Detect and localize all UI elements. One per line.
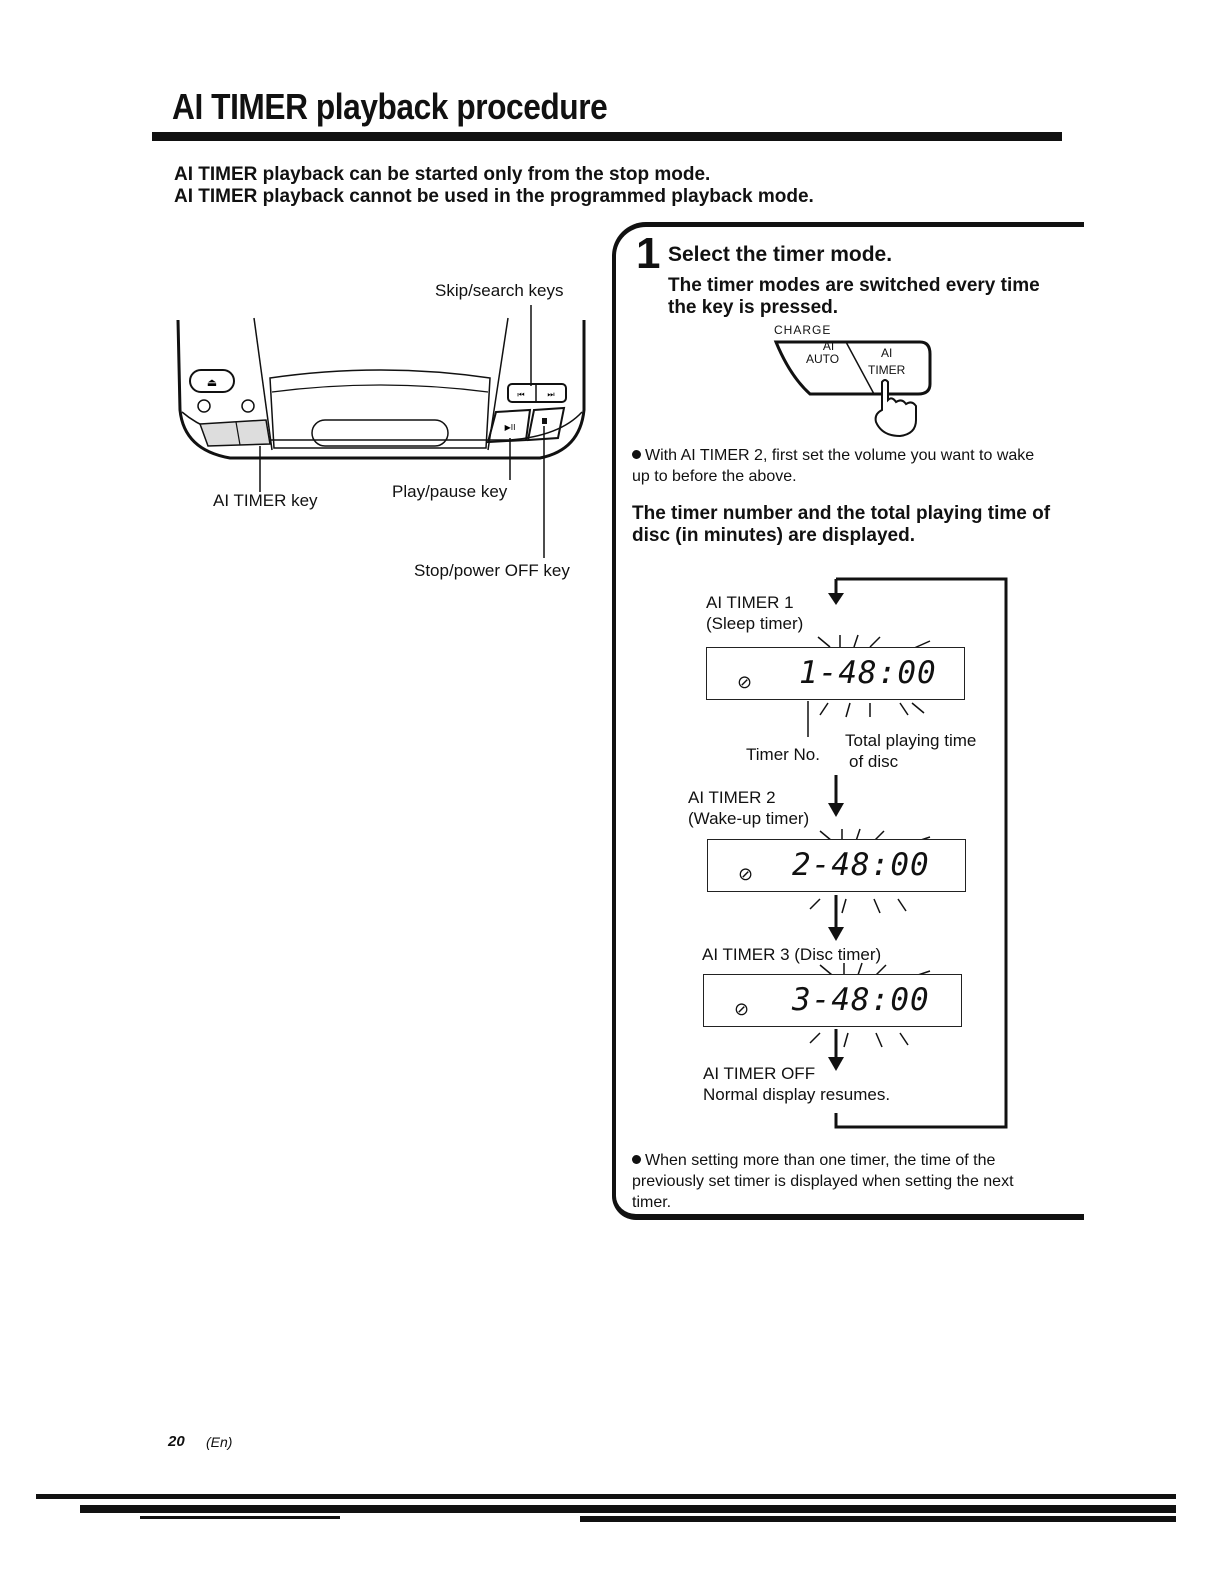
timer1-lcd: ⊘ 1-48:00 [706, 647, 965, 700]
step-panel [612, 222, 1084, 1220]
switch-left-line1: AI [822, 339, 835, 353]
page-language: (En) [206, 1434, 233, 1450]
timer1-display: 1-48:00 [799, 655, 937, 691]
bullet-icon [632, 450, 641, 459]
timer1-label: AI TIMER 1 (Sleep timer) [706, 592, 803, 634]
step-title: Select the timer mode. [668, 243, 893, 266]
clock-icon: ⊘ [737, 672, 753, 692]
timer2-desc: (Wake-up timer) [688, 809, 810, 828]
switch-charge-label: CHARGE [774, 323, 832, 337]
timer2-label: AI TIMER 2 (Wake-up timer) [688, 787, 809, 829]
timer2-name: AI TIMER 2 [688, 788, 776, 807]
total-time-line2: of disc [849, 752, 899, 771]
title-rule [152, 132, 1062, 141]
total-playing-time-label: Total playing time of disc [845, 730, 976, 772]
skip-search-keys-label: Skip/search keys [435, 281, 564, 300]
switch-left-line2: AUTO [806, 352, 840, 366]
bullet-icon [632, 1155, 641, 1164]
intro-line-2: AI TIMER playback cannot be used in the … [174, 186, 814, 207]
note-wake-volume: With AI TIMER 2, first set the volume yo… [632, 445, 1052, 487]
timer-off-label: AI TIMER OFF Normal display resumes. [703, 1063, 890, 1105]
timer1-desc: (Sleep timer) [706, 614, 804, 633]
step-description: The timer modes are switched every time … [668, 275, 1040, 318]
timer-no-label: Timer No. [746, 745, 820, 764]
display-info: The timer number and the total playing t… [632, 503, 1051, 546]
switch-right-label: AI TIMER [868, 345, 905, 379]
timer-switch-illustration [773, 340, 932, 438]
svg-text:▶II: ▶II [505, 423, 516, 432]
note-multiple-timers: When setting more than one timer, the ti… [632, 1150, 1052, 1213]
ai-timer-key-label: AI TIMER key [213, 491, 318, 510]
cd-player-illustration: ⏏ ⏮ ⏭ ▶II [176, 305, 586, 558]
intro-line-1: AI TIMER playback can be started only fr… [174, 164, 711, 185]
svg-text:⏮: ⏮ [517, 390, 524, 399]
page-title: AI TIMER playback procedure [172, 86, 608, 127]
timer3-label: AI TIMER 3 (Disc timer) [702, 945, 882, 964]
step-number: 1 [636, 229, 661, 278]
note-wake-volume-text: With AI TIMER 2, first set the volume yo… [632, 447, 1035, 485]
timer-off-desc: Normal display resumes. [703, 1085, 891, 1104]
play-pause-key-label: Play/pause key [392, 482, 508, 501]
note-multiple-timers-text: When setting more than one timer, the ti… [632, 1152, 1014, 1211]
scan-artifact-bar [80, 1505, 1176, 1513]
timer3-display: 3-48:00 [792, 982, 930, 1018]
timer2-lcd: ⊘ 2-48:00 [707, 839, 966, 892]
scan-artifact-bar [580, 1516, 1176, 1522]
switch-left-label: AI AUTO [806, 339, 839, 366]
clock-icon: ⊘ [734, 999, 750, 1019]
timer1-name: AI TIMER 1 [706, 593, 794, 612]
clock-icon: ⊘ [738, 864, 754, 884]
timer3-lcd: ⊘ 3-48:00 [703, 974, 962, 1027]
page-number: 20 [168, 1433, 185, 1450]
timer2-display: 2-48:00 [792, 847, 930, 883]
total-time-line1: Total playing time [845, 731, 977, 750]
timer-off-name: AI TIMER OFF [703, 1064, 816, 1083]
scan-artifact-bar [140, 1516, 340, 1519]
switch-right-line2: TIMER [868, 363, 906, 377]
svg-text:⏭: ⏭ [547, 390, 554, 399]
svg-text:⏏: ⏏ [207, 376, 217, 389]
scan-artifact-bar [36, 1494, 1176, 1499]
switch-right-line1: AI [881, 346, 893, 360]
stop-power-off-key-label: Stop/power OFF key [414, 561, 570, 580]
